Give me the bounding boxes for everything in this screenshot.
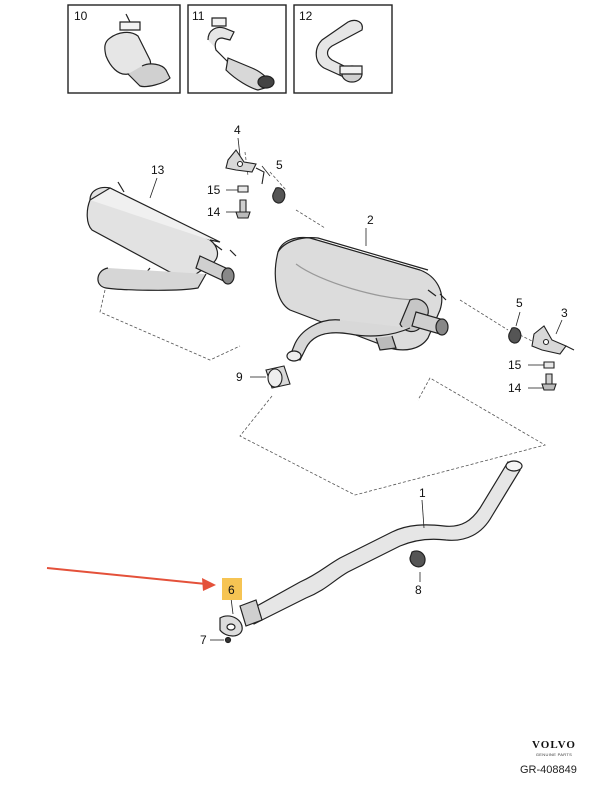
- callout-14-lower: 14: [508, 381, 522, 395]
- callout-2: 2: [367, 213, 374, 227]
- callout-1: 1: [419, 486, 426, 500]
- leader-lines: [149, 137, 563, 641]
- red-arrow: [46, 567, 216, 591]
- hanger-bracket-lower: [508, 325, 575, 391]
- callout-5-upper: 5: [276, 158, 283, 172]
- inset-box-11-number: 11: [192, 9, 205, 23]
- tailpipe-12-drawing: [315, 19, 363, 83]
- callout-8: 8: [415, 583, 422, 597]
- callout-15-upper: 15: [207, 183, 221, 197]
- inset-box-12-number: 12: [299, 9, 313, 23]
- callout-5-lower: 5: [516, 296, 523, 310]
- callout-4: 4: [234, 123, 241, 137]
- callout-7: 7: [200, 633, 207, 647]
- clamp-9: [265, 365, 291, 389]
- inset-box-12: 12: [293, 4, 393, 94]
- inset-box-10-number: 10: [74, 9, 88, 23]
- volvo-logo: VOLVO: [532, 739, 576, 751]
- inset-box-10: 10: [67, 4, 181, 94]
- tailpipe-10-drawing: [104, 13, 171, 88]
- callout-14-upper: 14: [207, 205, 221, 219]
- part-6-highlight: [222, 578, 242, 600]
- callout-13: 13: [151, 163, 165, 177]
- diagram-reference: GR-408849: [520, 764, 577, 776]
- callout-9: 9: [236, 370, 243, 384]
- callout-15-lower: 15: [508, 358, 522, 372]
- genuine-parts-tagline: GENUINE PARTS: [535, 752, 573, 757]
- rear-silencer-13: [86, 181, 237, 291]
- tailpipe-11-drawing: [207, 17, 275, 91]
- front-pipe-1: [219, 460, 523, 644]
- front-silencer-2: [274, 236, 449, 362]
- inset-box-11: 11: [187, 4, 287, 94]
- callout-6: 6: [228, 583, 235, 597]
- hanger-bracket-upper: [225, 149, 286, 219]
- callout-3: 3: [561, 306, 568, 320]
